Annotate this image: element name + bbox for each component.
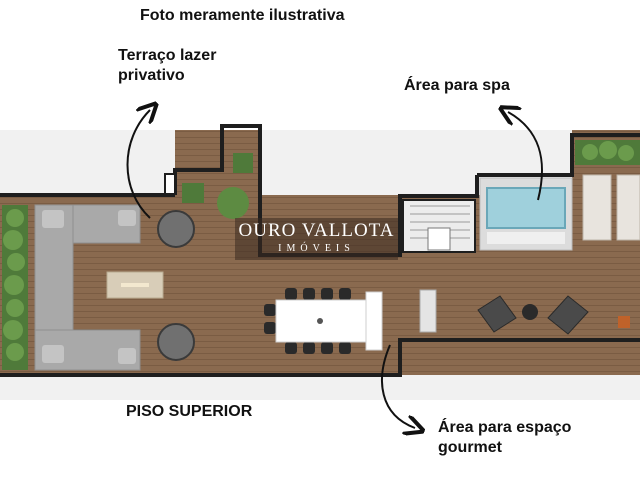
gourmet-arrow bbox=[381, 344, 415, 428]
fire-pit bbox=[106, 271, 164, 299]
gourmet-counter bbox=[365, 291, 383, 351]
sun-loungers bbox=[582, 174, 640, 241]
terrace-bench bbox=[164, 173, 176, 195]
staircase bbox=[402, 199, 476, 253]
watermark-name: OURO VALLOTA bbox=[238, 220, 395, 241]
floor-label: PISO SUPERIOR bbox=[126, 403, 253, 420]
terrace-label-line1: Terraço lazer bbox=[118, 47, 217, 64]
spa-label: Área para spa bbox=[404, 77, 510, 94]
sideboard bbox=[419, 289, 437, 333]
gourmet-label-line1: Área para espaço bbox=[438, 419, 572, 436]
watermark-sub: IMÓVEIS bbox=[278, 243, 355, 254]
spa-label-box bbox=[398, 68, 538, 96]
sofa-cushions bbox=[42, 210, 136, 364]
spa-arrow bbox=[508, 112, 544, 201]
spa-pool bbox=[479, 177, 573, 251]
terrace-label-box bbox=[112, 40, 262, 88]
armchairs bbox=[477, 295, 589, 335]
ottoman-bottom bbox=[157, 323, 195, 361]
dining-chairs bbox=[264, 288, 351, 354]
side-table bbox=[522, 304, 538, 320]
terrace-potted-plant bbox=[217, 187, 249, 219]
watermark-backdrop bbox=[235, 218, 398, 260]
terrace-planter-a bbox=[182, 183, 204, 203]
lounge-sofa bbox=[34, 204, 141, 371]
planter-foliage bbox=[3, 209, 25, 361]
gourmet-label-line2: gourmet bbox=[438, 439, 502, 456]
gourmet-label-box bbox=[432, 410, 617, 462]
terrace-arrow bbox=[126, 110, 151, 219]
caption-text: Foto meramente ilustrativa bbox=[140, 7, 345, 24]
walls bbox=[0, 124, 640, 377]
ottoman-top bbox=[157, 210, 195, 248]
terrace-small-planter bbox=[233, 153, 253, 173]
terrace-label-line2: privativo bbox=[118, 67, 185, 84]
